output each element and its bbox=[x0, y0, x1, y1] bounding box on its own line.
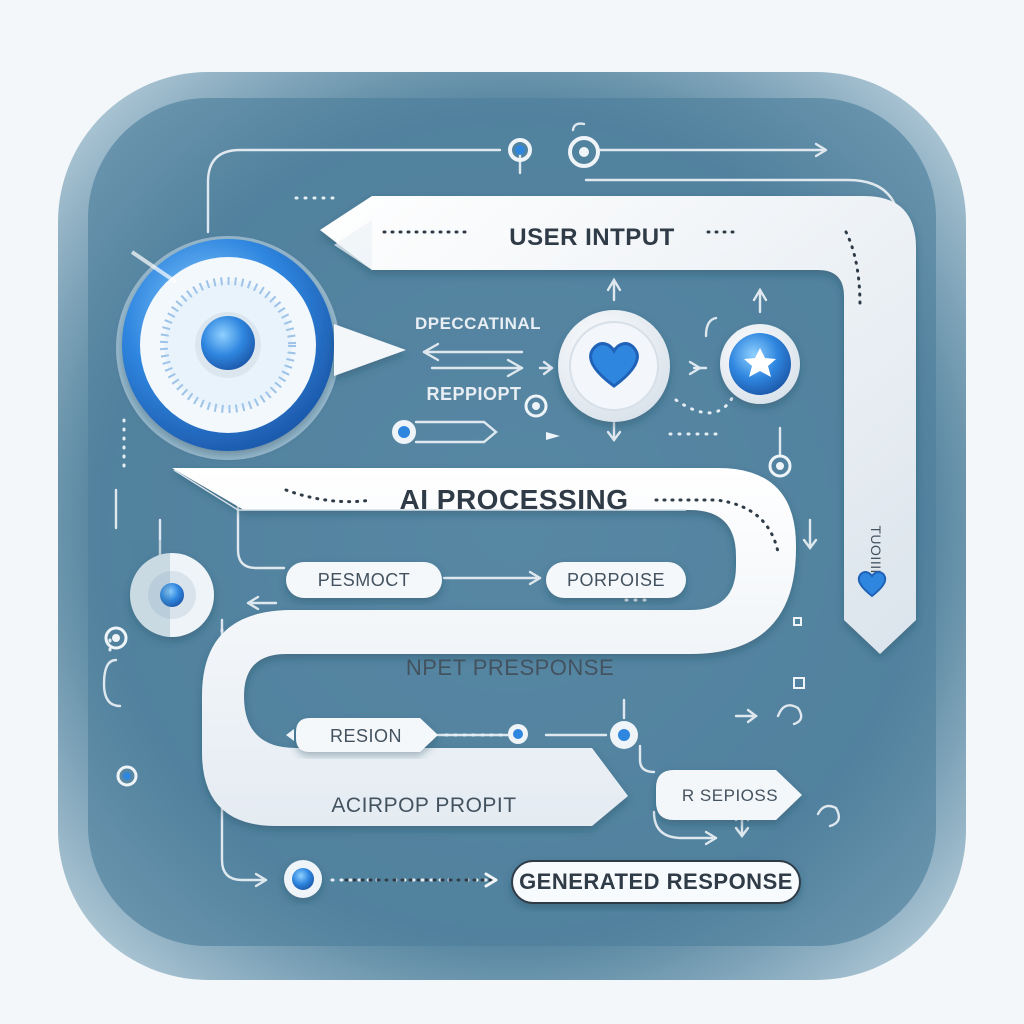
ai-left-dots bbox=[284, 488, 374, 504]
star-icon bbox=[744, 348, 776, 377]
user-input-title: USER INTPUT bbox=[509, 224, 675, 251]
top-left-stage-label: DPECCATINAL bbox=[415, 314, 541, 333]
left-connector[interactable] bbox=[130, 540, 214, 648]
start-node-highlight bbox=[130, 250, 178, 284]
ai-right-dots bbox=[654, 498, 780, 554]
bottom-band-label: ACIRPOP PROPIT bbox=[331, 794, 516, 817]
start-node-icon[interactable] bbox=[201, 316, 255, 370]
left-decorative-nodes bbox=[104, 626, 138, 787]
user-input-ribbon bbox=[320, 196, 916, 654]
ribbon-fold bbox=[334, 220, 372, 270]
tiny-square-marker bbox=[793, 677, 805, 689]
bidirectional-arrow bbox=[422, 342, 524, 378]
pesmoct-pill[interactable]: PESMOCT bbox=[286, 562, 442, 598]
right-vertical-label: TUOIIIHI bbox=[868, 525, 884, 584]
left-connector-icon bbox=[160, 583, 184, 607]
resion-label: RESION bbox=[330, 726, 402, 746]
secondary-arrow bbox=[392, 420, 498, 444]
generated-response-output[interactable]: GENERATED RESPONSE bbox=[511, 860, 801, 904]
middle-band-label: NPET PRESPONSE bbox=[406, 655, 614, 680]
response-small-pill bbox=[656, 770, 802, 820]
porpoise-label: PORPOISE bbox=[567, 570, 665, 590]
heart-icon bbox=[589, 342, 639, 388]
tiny-square-marker-2 bbox=[793, 617, 802, 626]
pesmoct-label: PESMOCT bbox=[318, 570, 411, 590]
tiny-pointer bbox=[546, 432, 560, 440]
lower-middle-nodes bbox=[508, 721, 638, 749]
small-heart-node[interactable] bbox=[857, 571, 887, 598]
start-node-arrow bbox=[334, 324, 406, 376]
ai-ribbon-edge bbox=[173, 469, 686, 511]
mid-left-stage-label: REPPIOPT bbox=[426, 384, 521, 404]
resion-pill[interactable]: RESION bbox=[296, 718, 438, 752]
generated-response-label: GENERATED RESPONSE bbox=[519, 869, 793, 894]
resion-pointer bbox=[286, 729, 294, 741]
start-node[interactable] bbox=[116, 236, 340, 460]
response-small-label: R SEPIOSS bbox=[682, 786, 778, 805]
ai-processing-label: AI PROCESSING bbox=[400, 484, 629, 515]
output-arrow-head bbox=[484, 872, 498, 888]
ai-processing-ribbon bbox=[172, 468, 796, 826]
small-top-node bbox=[524, 394, 548, 418]
heart-node[interactable] bbox=[558, 310, 670, 422]
top-small-nodes bbox=[508, 136, 792, 478]
title-side-dots bbox=[844, 230, 862, 308]
porpoise-pill[interactable]: PORPOISE bbox=[546, 562, 686, 598]
output-start-node[interactable] bbox=[284, 860, 322, 898]
small-heart-icon bbox=[857, 571, 887, 598]
output-node-icon bbox=[292, 868, 314, 890]
star-node[interactable] bbox=[720, 324, 800, 404]
